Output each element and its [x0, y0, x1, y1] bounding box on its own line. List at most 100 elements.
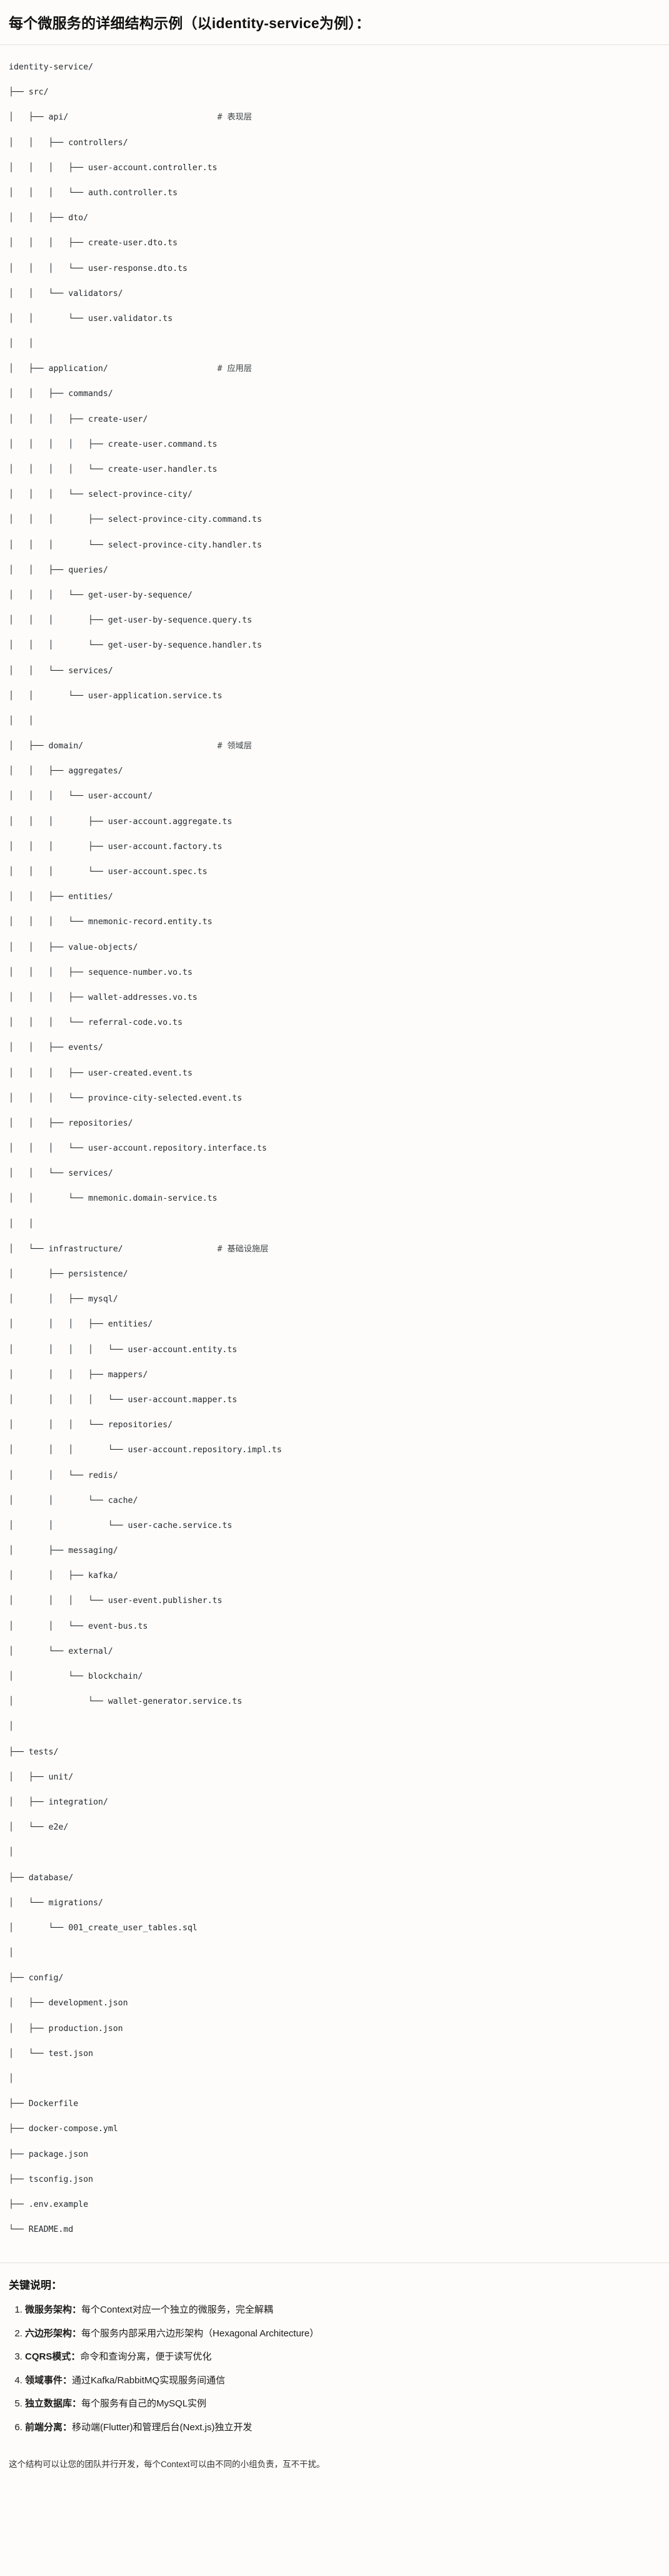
tree-row: │ │: [9, 716, 34, 726]
key-notes-block: 关键说明： 微服务架构：每个Context对应一个独立的微服务，完全解耦六边形架…: [0, 2263, 669, 2450]
tree-row: │ │ ├── controllers/: [9, 138, 128, 148]
tree-row: │ │ │ ├── wallet-addresses.vo.ts: [9, 992, 198, 1002]
key-note-separator: ：: [63, 2375, 73, 2386]
key-note-item: 领域事件：通过Kafka/RabbitMQ实现服务间通信: [25, 2374, 660, 2388]
key-note-separator: ：: [71, 2351, 81, 2363]
tree-row: │ │ │ ├── user-account.factory.ts: [9, 842, 223, 852]
tree-row: │: [9, 1948, 14, 1958]
tree-row: │ └── test.json: [9, 2049, 93, 2059]
tree-row-comment: # 基础设施层: [217, 1244, 269, 1254]
tree-row: │ ├── application/ # 应用层: [9, 364, 252, 374]
tree-row-comment: # 领域层: [217, 741, 252, 751]
tree-row: ├── .env.example: [9, 2199, 89, 2209]
tree-row: │ │ └── cache/: [9, 1495, 138, 1505]
tree-row: │ │ └── validators/: [9, 288, 123, 298]
tree-row: │ │ └── services/: [9, 666, 113, 676]
tree-row: │: [9, 1722, 14, 1732]
footer-summary: 这个结构可以让您的团队并行开发，每个Context可以由不同的小组负责，互不干扰…: [9, 2460, 325, 2470]
tree-row: │ │ ├── value-objects/: [9, 942, 138, 952]
tree-row: │ ├── domain/ # 领域层: [9, 741, 252, 751]
tree-row: ├── Dockerfile: [9, 2099, 79, 2109]
tree-row: │ │ │ ├── select-province-city.command.t…: [9, 515, 262, 525]
key-note-separator: ：: [72, 2328, 82, 2339]
tree-row: ├── tests/: [9, 1747, 59, 1757]
tree-row: │ │ ├── aggregates/: [9, 766, 123, 776]
key-note-text: 命令和查询分离，便于读写优化: [80, 2351, 212, 2363]
tree-row: │ │ │ └── get-user-by-sequence/: [9, 590, 193, 600]
key-note-term: 独立数据库: [25, 2398, 73, 2410]
tree-row: │ └── infrastructure/ # 基础设施层: [9, 1244, 269, 1254]
tree-row: │ │ └── user.validator.ts: [9, 313, 173, 323]
tree-row: ├── docker-compose.yml: [9, 2124, 118, 2134]
key-note-term: 六边形架构: [25, 2328, 73, 2339]
tree-row: │ └── wallet-generator.service.ts: [9, 1697, 243, 1707]
tree-row: │ │ │ └── province-city-selected.event.t…: [9, 1093, 243, 1103]
tree-row: ├── tsconfig.json: [9, 2174, 93, 2184]
tree-row: │ │ └── mnemonic.domain-service.ts: [9, 1194, 218, 1204]
tree-row: │: [9, 2074, 14, 2084]
tree-row: │ │ │ ├── get-user-by-sequence.query.ts: [9, 616, 253, 626]
tree-row: │ │ │ └── user-response.dto.ts: [9, 263, 188, 273]
page-root: 每个微服务的详细结构示例（以identity-service为例）： ident…: [0, 0, 669, 2485]
tree-row: │ │ ├── queries/: [9, 565, 108, 575]
tree-row: │ ├── persistence/: [9, 1270, 128, 1280]
tree-row: │ │ │ │ └── user-account.entity.ts: [9, 1345, 238, 1355]
key-note-item: 微服务架构：每个Context对应一个独立的微服务，完全解耦: [25, 2303, 660, 2318]
page-title: 每个微服务的详细结构示例（以identity-service为例）：: [9, 15, 371, 31]
key-note-text: 移动端(Flutter)和管理后台(Next.js)独立开发: [72, 2421, 253, 2433]
tree-row: │ │ │ └── select-province-city/: [9, 490, 193, 500]
tree-row: │ ├── integration/: [9, 1797, 108, 1807]
tree-row: │ │ ├── dto/: [9, 213, 89, 223]
tree-row: │: [9, 1848, 14, 1858]
key-note-item: 前端分离：移动端(Flutter)和管理后台(Next.js)独立开发: [25, 2421, 660, 2435]
tree-row: │ │ └── user-cache.service.ts: [9, 1520, 233, 1530]
tree-row: │ │ ├── mysql/: [9, 1295, 118, 1305]
key-note-separator: ：: [63, 2421, 73, 2433]
tree-row: │ │ │ └── mnemonic-record.entity.ts: [9, 917, 213, 927]
key-note-term: 前端分离: [25, 2421, 63, 2433]
header: 每个微服务的详细结构示例（以identity-service为例）：: [0, 0, 669, 46]
tree-row: │ │ │ └── user-account.repository.interf…: [9, 1144, 267, 1154]
tree-row: │ │ │ │ └── create-user.handler.ts: [9, 465, 218, 475]
tree-row: │ │ │ ├── create-user.dto.ts: [9, 238, 178, 248]
tree-row: │ │ │ └── user-event.publisher.ts: [9, 1596, 223, 1606]
tree-row: │ │ │ ├── create-user/: [9, 414, 148, 424]
tree-row: │ │ │ ├── mappers/: [9, 1370, 148, 1380]
key-note-term: CQRS模式: [25, 2351, 71, 2363]
tree-row: │ │ │ └── user-account/: [9, 792, 153, 802]
key-note-item: 独立数据库：每个服务有自己的MySQL实例: [25, 2397, 660, 2411]
tree-row: │ ├── development.json: [9, 1998, 128, 2008]
key-note-separator: ：: [72, 2304, 82, 2316]
tree-row: ├── database/: [9, 1873, 74, 1883]
tree-row: │ │ │ └── get-user-by-sequence.handler.t…: [9, 641, 262, 651]
tree-row: │ │: [9, 339, 34, 349]
tree-row: │ │ │ └── user-account.repository.impl.t…: [9, 1445, 282, 1455]
tree-row: │ │: [9, 1219, 34, 1229]
directory-tree: identity-service/ ├── src/ │ ├── api/ # …: [9, 61, 660, 2249]
tree-row: │ │ ├── kafka/: [9, 1571, 118, 1581]
tree-row: ├── package.json: [9, 2149, 89, 2159]
tree-row: ├── config/: [9, 1973, 64, 1983]
key-note-text: 通过Kafka/RabbitMQ实现服务间通信: [72, 2375, 226, 2386]
tree-row: identity-service/: [9, 63, 93, 73]
tree-row: │ ├── messaging/: [9, 1546, 118, 1556]
tree-row: │ │ └── redis/: [9, 1470, 118, 1480]
tree-row: │ └── migrations/: [9, 1898, 103, 1908]
tree-row: │ ├── production.json: [9, 2024, 123, 2034]
tree-row: │ ├── unit/: [9, 1772, 74, 1782]
tree-row: │ │ │ ├── user-account.controller.ts: [9, 163, 218, 173]
tree-row: │ │ │ ├── sequence-number.vo.ts: [9, 967, 193, 977]
tree-row: │ │ │ │ └── user-account.mapper.ts: [9, 1395, 238, 1405]
tree-row: │ │ ├── entities/: [9, 892, 113, 902]
footer-block: 这个结构可以让您的团队并行开发，每个Context可以由不同的小组负责，互不干扰…: [0, 2450, 669, 2485]
key-note-separator: ：: [72, 2398, 82, 2410]
tree-row: │ │ ├── repositories/: [9, 1118, 133, 1128]
tree-row: └── README.md: [9, 2225, 74, 2235]
tree-row: │ │ │ │ ├── create-user.command.ts: [9, 439, 218, 449]
key-note-text: 每个服务内部采用六边形架构（Hexagonal Architecture）: [81, 2328, 319, 2339]
key-note-term: 微服务架构: [25, 2304, 73, 2316]
key-note-item: CQRS模式：命令和查询分离，便于读写优化: [25, 2350, 660, 2365]
key-notes-title: 关键说明：: [9, 2279, 62, 2292]
tree-row: │ │ │ ├── user-account.aggregate.ts: [9, 817, 233, 827]
tree-row: ├── src/: [9, 88, 49, 98]
